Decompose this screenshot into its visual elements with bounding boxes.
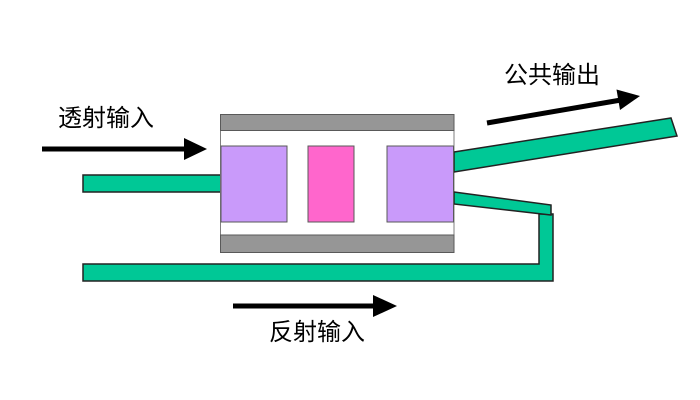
right-mirror-block — [386, 145, 454, 223]
left-mirror-block — [220, 145, 288, 223]
reflected-input-label: 反射输入 — [269, 318, 365, 346]
common-output-waveguide — [453, 117, 678, 173]
bottom-substrate-bar — [220, 234, 455, 253]
reflected-input-waveguide — [82, 213, 554, 282]
common-output-label: 公共输出 — [504, 61, 600, 89]
transmitted-input-arrow — [42, 138, 207, 160]
transmitted-input-waveguide — [82, 174, 222, 193]
top-substrate-bar — [220, 114, 455, 131]
common-output-arrow — [486, 89, 640, 126]
transmitted-input-arrowhead-icon — [184, 138, 207, 160]
lower-coupler-waveguide — [453, 191, 552, 216]
transmitted-input-label: 透射输入 — [58, 104, 154, 132]
common-output-arrow-line — [486, 97, 622, 126]
common-output-arrowhead-icon — [616, 89, 640, 110]
cavity-block — [307, 145, 355, 223]
reflected-input-arrow — [233, 295, 397, 317]
reflected-input-arrowhead-icon — [373, 295, 397, 317]
